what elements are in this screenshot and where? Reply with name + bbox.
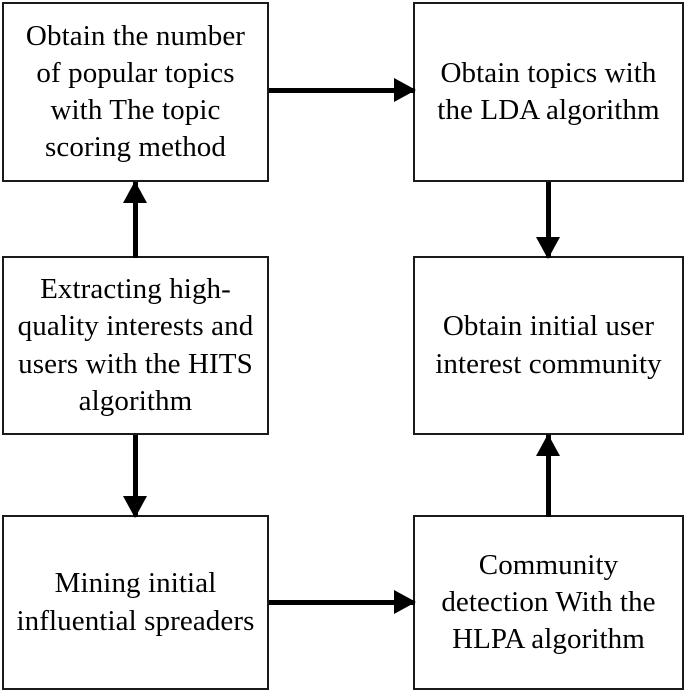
arrow-head xyxy=(536,434,560,456)
node-label: Obtain initial user interest community xyxy=(435,310,662,380)
arrow-shaft xyxy=(269,88,415,93)
arrow-shaft xyxy=(269,600,415,605)
flowchart-node-topic-scoring: Obtain the number of popular topics with… xyxy=(2,2,269,182)
arrow-head xyxy=(536,237,560,259)
arrow-head xyxy=(394,590,416,614)
arrow-shaft xyxy=(133,435,138,517)
flowchart-node-hits: Extracting high-quality interests and us… xyxy=(2,256,269,435)
node-label: Mining initial influential spreaders xyxy=(16,567,255,637)
arrow-head xyxy=(123,496,147,518)
node-label: Community detection With the HLPA algori… xyxy=(441,548,656,656)
flowchart-node-lda: Obtain topics with the LDA algorithm xyxy=(413,2,684,182)
flowchart-node-hlpa: Community detection With the HLPA algori… xyxy=(413,515,684,690)
node-label: Obtain topics with the LDA algorithm xyxy=(437,56,660,126)
arrow-shaft xyxy=(546,182,551,258)
flowchart-node-spreaders: Mining initial influential spreaders xyxy=(2,515,269,690)
arrow-shaft xyxy=(546,435,551,517)
arrow-shaft xyxy=(133,182,138,258)
flowchart-node-initial-community: Obtain initial user interest community xyxy=(413,256,684,435)
arrow-head xyxy=(394,78,416,102)
node-label: Extracting high-quality interests and us… xyxy=(17,273,254,417)
arrow-head xyxy=(123,181,147,203)
node-label: Obtain the number of popular topics with… xyxy=(25,19,246,164)
